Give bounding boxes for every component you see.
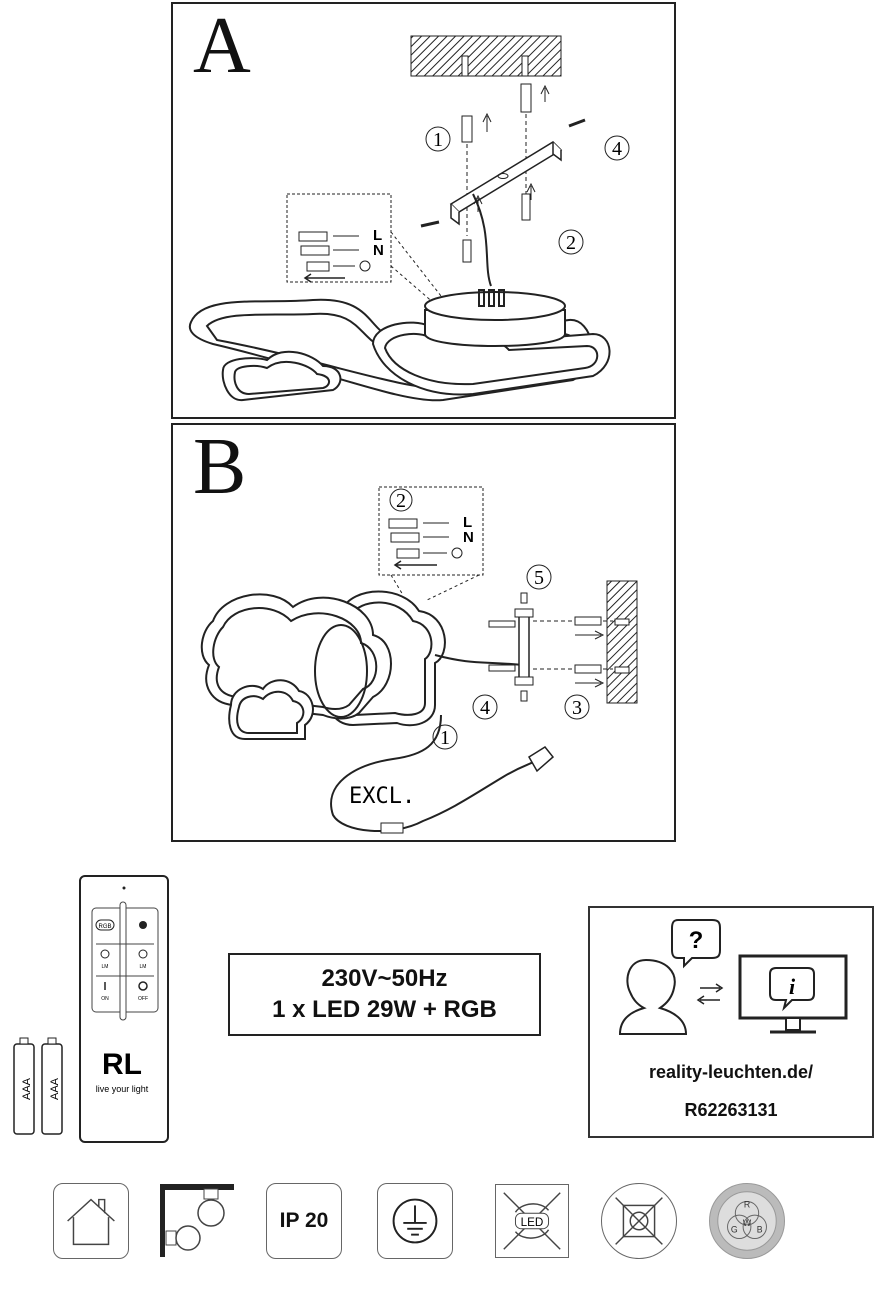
rgb-letter-r: R <box>744 1199 750 1209</box>
exchange-arrows-icon <box>696 983 724 1005</box>
terminal-block-icon <box>298 231 371 272</box>
led-not-replaceable-icon: LED <box>495 1184 569 1258</box>
callout-circle <box>604 135 630 161</box>
remote-button-label: ON <box>101 996 109 1002</box>
callout-circle <box>558 229 584 255</box>
remote-rgb-button-icon <box>95 919 115 931</box>
power-cable <box>434 654 524 666</box>
luminaire-wall <box>200 590 446 740</box>
not-dimmable-icon <box>601 1183 677 1259</box>
ip-rating-icon: IP 20 <box>266 1183 342 1259</box>
remote-light-button-icon <box>138 949 148 959</box>
panel-b-letter: B <box>193 423 247 511</box>
terminal-label-n: N <box>373 242 384 259</box>
callout-circle <box>472 694 498 720</box>
mounting-bracket <box>514 608 534 686</box>
arrow-up-icon <box>540 84 550 102</box>
panel-a-letter: A <box>193 2 251 90</box>
remote-button-label: LM <box>102 964 109 970</box>
wall-plug-icon <box>461 83 532 143</box>
remote-brand-logo: RL <box>102 1048 142 1081</box>
terminal-label-l: L <box>373 227 382 244</box>
spec-voltage: 230V~50Hz <box>321 965 448 992</box>
ceiling-mount-diagram: 1 2 3 4 L N <box>188 35 630 402</box>
remote-button-label: OFF <box>138 996 148 1002</box>
led-label: LED <box>521 1216 544 1229</box>
indoor-use-icon <box>53 1183 129 1259</box>
callout-1: 1 <box>440 727 450 749</box>
rgbw-icon: R G W B <box>709 1183 785 1259</box>
screw-icon <box>488 592 528 702</box>
battery-icon: AAA <box>13 1037 35 1135</box>
callout-circle <box>389 488 413 512</box>
callout-2: 2 <box>566 232 576 254</box>
callout-3: 3 <box>572 697 582 719</box>
callout-1: 1 <box>433 129 443 151</box>
battery-label: AAA <box>49 1077 61 1100</box>
wall-mount-diagram: 2 L N <box>200 486 638 834</box>
product-code: R62263131 <box>684 1100 778 1120</box>
wall-surface <box>606 580 638 704</box>
question-mark: ? <box>689 927 704 954</box>
installation-panel-a: A <box>171 2 676 419</box>
plug-excluded-note: EXCL. <box>349 784 415 809</box>
person-icon <box>618 958 688 1035</box>
remote-mode-button-icon <box>139 921 147 929</box>
plug-cable <box>330 714 536 832</box>
rgb-letter-g: G <box>731 1225 738 1235</box>
remote-off-button-icon <box>138 981 148 991</box>
remote-light-button-icon <box>100 949 110 959</box>
info-letter: i <box>789 974 796 999</box>
protection-class-1-icon <box>377 1183 453 1259</box>
arrow-up-icon <box>482 112 492 132</box>
electrical-spec-box: 230V~50Hz 1 x LED 29W + RGB <box>228 953 541 1036</box>
power-plug-icon <box>527 746 555 773</box>
battery-label: AAA <box>21 1077 33 1100</box>
terminal-label-n: N <box>463 529 474 546</box>
luminaire-ceiling <box>188 289 611 402</box>
ceiling-wall-mount-icon <box>159 1183 236 1259</box>
remote-button-label: RGB <box>98 924 111 930</box>
wall-plug-icon <box>574 616 602 674</box>
terminal-label-l: L <box>463 514 472 531</box>
callout-5: 5 <box>534 567 544 589</box>
callout-circle <box>564 694 590 720</box>
rgb-letter-w: W <box>743 1218 752 1228</box>
ceiling-surface <box>410 35 562 77</box>
support-url: reality-leuchten.de/ <box>648 1062 814 1082</box>
installation-panel-b: B 2 L N <box>171 423 676 842</box>
monitor-info-icon: i <box>738 954 848 1034</box>
question-bubble-icon: ? <box>671 919 721 969</box>
remote-button-label: LM <box>140 964 147 970</box>
callout-2: 2 <box>396 490 406 512</box>
screw-icon <box>420 118 586 263</box>
callout-circle <box>425 126 451 152</box>
spec-led-power: 1 x LED 29W + RGB <box>272 996 497 1023</box>
callout-4: 4 <box>612 138 622 160</box>
callout-4: 4 <box>480 697 490 719</box>
support-info-box: ? i reality-leuchten.de/ R62263131 <box>588 906 874 1138</box>
remote-control-illustration: AAA AAA RGB LM LM ON OFF RL live your li… <box>12 872 172 1144</box>
cord-switch-icon <box>380 822 404 834</box>
terminal-block-icon <box>388 518 463 559</box>
power-cable <box>472 193 492 287</box>
remote-tagline: live your light <box>96 1084 149 1094</box>
battery-icon: AAA <box>41 1037 63 1135</box>
mounting-bracket <box>449 141 563 226</box>
rgb-letter-b: B <box>757 1225 763 1235</box>
callout-circle <box>526 564 552 590</box>
